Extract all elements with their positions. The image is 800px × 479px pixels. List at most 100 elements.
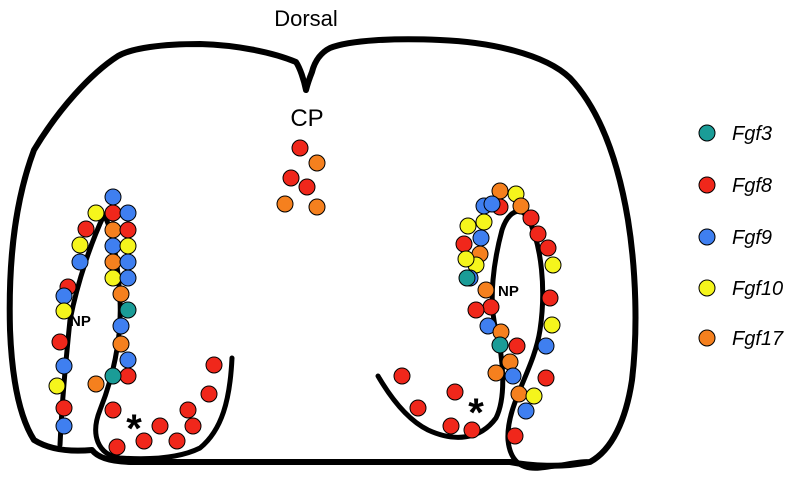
fgf8-expression-dot	[168, 432, 186, 450]
fgf8-expression-dot	[205, 356, 223, 374]
legend-swatch-fgf3	[698, 124, 716, 142]
fgf8-expression-dot	[442, 417, 460, 435]
fgf17-expression-dot	[477, 281, 495, 299]
fgf9-expression-dot	[472, 229, 490, 247]
fgf8-expression-dot	[104, 204, 122, 222]
fgf17-expression-dot	[112, 335, 130, 353]
fgf9-expression-dot	[71, 253, 89, 271]
legend-item-fgf8: Fgf8	[698, 175, 772, 197]
fgf8-expression-dot	[522, 209, 540, 227]
fgf8-expression-dot	[393, 367, 411, 385]
legend-swatch-fgf9	[698, 228, 716, 246]
fgf8-expression-dot	[55, 399, 73, 417]
fgf8-expression-dot	[482, 298, 500, 316]
fgf9-expression-dot	[55, 287, 73, 305]
fgf9-expression-dot	[112, 317, 130, 335]
fgf8-expression-dot	[455, 235, 473, 253]
legend-item-fgf17: Fgf17	[698, 328, 784, 350]
expression-dots	[48, 139, 562, 456]
legend-swatch-fgf10	[698, 279, 716, 297]
fgf17-expression-dot	[512, 197, 530, 215]
fgf10-expression-dot	[459, 217, 477, 235]
fgf9-expression-dot	[104, 237, 122, 255]
fgf8-expression-dot	[541, 289, 559, 307]
fgf9-expression-dot	[119, 351, 137, 369]
legend-label-fgf9: Fgf9	[732, 227, 772, 249]
fgf8-expression-dot	[119, 367, 137, 385]
fgf8-expression-dot	[77, 220, 95, 238]
fgf10-expression-dot	[87, 204, 105, 222]
legend-item-fgf10: Fgf10	[698, 278, 783, 300]
fgf17-expression-dot	[308, 198, 326, 216]
legend-label-fgf3: Fgf3	[732, 123, 772, 145]
fgf10-expression-dot	[104, 269, 122, 287]
fgf8-expression-dot	[529, 225, 547, 243]
fgf8-expression-dot	[151, 417, 169, 435]
fgf9-expression-dot	[517, 402, 535, 420]
fgf9-expression-dot	[104, 188, 122, 206]
fgf9-expression-dot	[119, 253, 137, 271]
fgf10-expression-dot	[544, 256, 562, 274]
fgf17-expression-dot	[104, 221, 122, 239]
fgf8-expression-dot	[446, 383, 464, 401]
fgf3-expression-dot	[491, 336, 509, 354]
fgf10-expression-dot	[525, 387, 543, 405]
fgf8-expression-dot	[104, 401, 122, 419]
fgf8-expression-dot	[291, 139, 309, 157]
fgf10-expression-dot	[457, 250, 475, 268]
fgf10-expression-dot	[71, 236, 89, 254]
fgf8-expression-dot	[135, 432, 153, 450]
fgf9-expression-dot	[119, 204, 137, 222]
fgf10-expression-dot	[119, 237, 137, 255]
fgf9-expression-dot	[504, 367, 522, 385]
fgf8-expression-dot	[463, 421, 481, 439]
fgf9-expression-dot	[55, 357, 73, 375]
fgf17-expression-dot	[276, 195, 294, 213]
fgf17-expression-dot	[501, 353, 519, 371]
fgf8-expression-dot	[508, 337, 526, 355]
fgf17-expression-dot	[487, 364, 505, 382]
head-outline	[6, 36, 639, 469]
legend-label-fgf17: Fgf17	[732, 328, 784, 350]
fgf10-expression-dot	[48, 377, 66, 395]
fgf3-expression-dot	[119, 301, 137, 319]
fgf9-expression-dot	[55, 417, 73, 435]
fgf3-expression-dot	[458, 269, 476, 287]
legend-swatch-fgf17	[698, 329, 716, 347]
legend-item-fgf3: Fgf3	[698, 123, 772, 145]
legend-label-fgf10: Fgf10	[732, 278, 783, 300]
fgf8-expression-dot	[298, 178, 316, 196]
fgf10-expression-dot	[543, 316, 561, 334]
fgf17-expression-dot	[87, 375, 105, 393]
fgf10-expression-dot	[475, 213, 493, 231]
fgf8-expression-dot	[282, 169, 300, 187]
dorsal-label: Dorsal	[274, 6, 338, 31]
fgf8-expression-dot	[184, 417, 202, 435]
legend-label-fgf8: Fgf8	[732, 175, 772, 197]
fgf8-expression-dot	[537, 369, 555, 387]
fgf3-expression-dot	[104, 367, 122, 385]
np-right-label: NP	[498, 283, 519, 300]
fgf8-expression-dot	[119, 221, 137, 239]
np-left-label: NP	[70, 313, 91, 330]
fgf17-expression-dot	[308, 154, 326, 172]
legend-swatch-fgf8	[698, 176, 716, 194]
fgf8-expression-dot	[506, 427, 524, 445]
fgf9-expression-dot	[119, 269, 137, 287]
fgf9-expression-dot	[537, 337, 555, 355]
fgf8-expression-dot	[108, 438, 126, 456]
fgf8-expression-dot	[200, 385, 218, 403]
legend: Fgf3 Fgf8 Fgf9 Fgf10 Fgf17	[698, 123, 784, 350]
fgf8-expression-dot	[409, 399, 427, 417]
fgf17-expression-dot	[510, 385, 528, 403]
left-nasal-pit-outline	[57, 212, 235, 462]
fgf10-expression-dot	[55, 302, 73, 320]
fgf8-expression-dot	[51, 333, 69, 351]
fgf8-expression-dot	[179, 401, 197, 419]
legend-item-fgf9: Fgf9	[698, 227, 772, 249]
fgf8-expression-dot	[539, 239, 557, 257]
fgf17-expression-dot	[112, 285, 130, 303]
fgf17-expression-dot	[104, 253, 122, 271]
cp-label: CP	[290, 105, 323, 132]
